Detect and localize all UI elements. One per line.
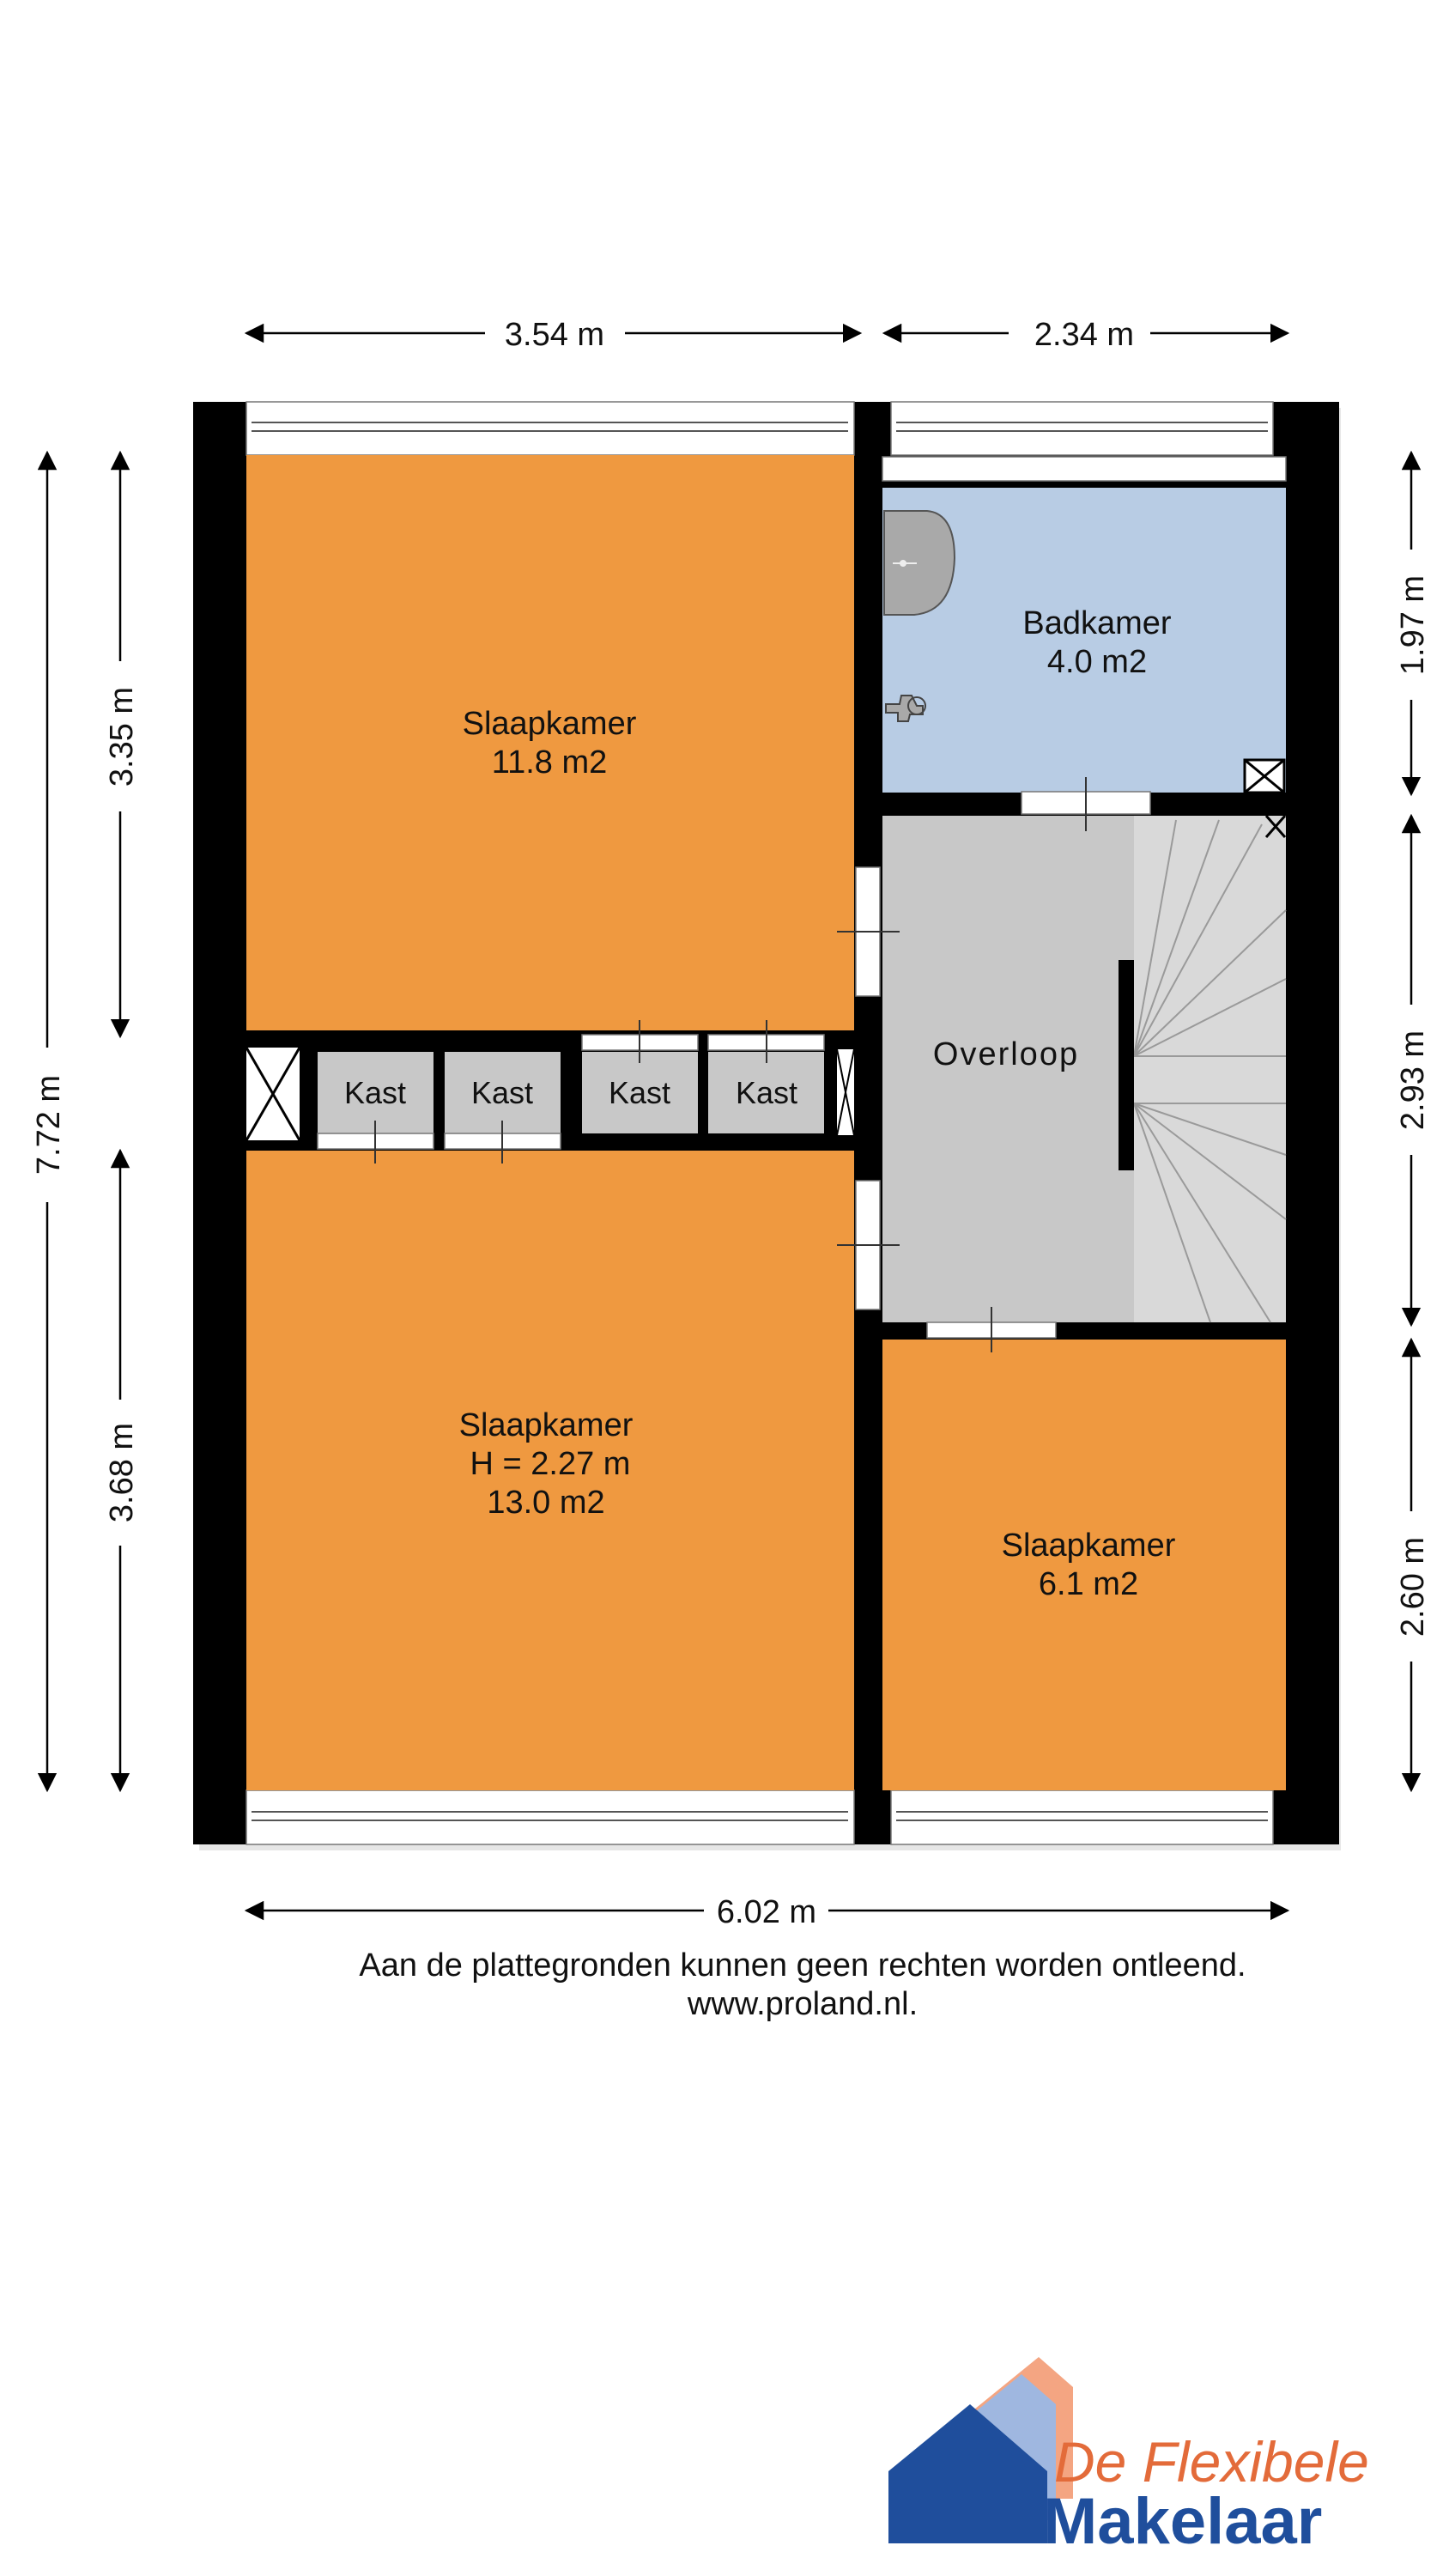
label-badkamer-area: 4.0 m2	[1047, 644, 1147, 680]
wardrobe-row	[245, 1047, 855, 1141]
windows	[246, 401, 1274, 1845]
label-slaapkamer-2-name: Slaapkamer	[459, 1407, 634, 1443]
dimension-lines	[37, 323, 1422, 1921]
website-text: www.proland.nl.	[687, 1986, 919, 2022]
dim-top-right: 2.34 m	[1034, 317, 1134, 353]
stairs	[1134, 816, 1286, 1322]
label-slaapkamer-1-area: 11.8 m2	[492, 744, 607, 781]
room-slaapkamer-3	[882, 1340, 1286, 1790]
room-labels: Slaapkamer 11.8 m2 Badkamer 4.0 m2 Overl…	[344, 605, 1176, 1602]
label-kast-1: Kast	[344, 1075, 406, 1110]
label-slaapkamer-2-area: 13.0 m2	[487, 1485, 604, 1521]
dim-left-lower: 3.68 m	[104, 1423, 140, 1522]
label-overloop: Overloop	[933, 1036, 1079, 1072]
disclaimer-text: Aan de plattegronden kunnen geen rechten…	[359, 1947, 1246, 1984]
dimension-labels: 3.54 m 2.34 m 6.02 m 7.72 m 3.35 m 3.68 …	[31, 317, 1431, 1930]
label-kast-2: Kast	[471, 1075, 533, 1110]
label-badkamer-name: Badkamer	[1022, 605, 1172, 641]
dim-top-left: 3.54 m	[505, 317, 604, 353]
room-slaapkamer-2	[246, 1151, 854, 1790]
dim-left-upper: 3.35 m	[104, 687, 140, 787]
bathroom-fixtures	[883, 510, 956, 722]
logo: De Flexibele Makelaar	[888, 2357, 1369, 2558]
dim-left-total: 7.72 m	[31, 1075, 67, 1175]
room-overloop	[882, 816, 1134, 1322]
label-slaapkamer-3-area: 6.1 m2	[1039, 1566, 1138, 1602]
label-slaapkamer-2-height: H = 2.27 m	[470, 1446, 631, 1482]
logo-line1: De Flexibele	[1054, 2430, 1369, 2494]
label-kast-4: Kast	[736, 1075, 797, 1110]
dim-right-middle: 2.93 m	[1395, 1030, 1431, 1130]
shaft	[1243, 758, 1287, 838]
label-slaapkamer-3-name: Slaapkamer	[1002, 1528, 1176, 1564]
dim-right-upper: 1.97 m	[1395, 575, 1431, 675]
logo-line2: Makelaar	[1043, 2485, 1322, 2558]
room-slaapkamer-1	[246, 455, 854, 1030]
label-kast-3: Kast	[609, 1075, 670, 1110]
stairs-lines	[1133, 819, 1287, 1323]
dim-right-lower: 2.60 m	[1395, 1537, 1431, 1637]
logo-house-icon	[888, 2404, 1047, 2543]
label-slaapkamer-1-name: Slaapkamer	[463, 706, 637, 742]
dim-bottom-total: 6.02 m	[717, 1894, 816, 1930]
